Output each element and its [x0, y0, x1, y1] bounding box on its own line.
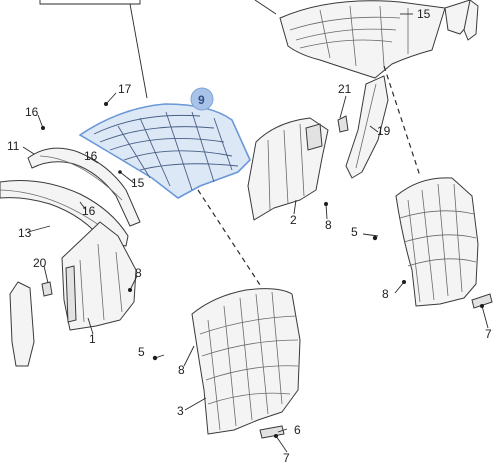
top-fender-assembly — [279, 0, 479, 79]
callout-8-right: 8 — [382, 287, 389, 301]
callout-16-low: 16 — [82, 204, 96, 218]
callout-9: 9 — [198, 93, 205, 107]
callout-8-center: 8 — [325, 218, 332, 232]
callout-9-badge: 9 — [190, 87, 214, 111]
part-2 — [247, 117, 329, 221]
callout-17: 17 — [118, 82, 132, 96]
callout-1: 1 — [89, 332, 96, 346]
callout-11: 11 — [7, 139, 20, 153]
right-liner — [395, 177, 479, 307]
leader-9-frame — [129, 3, 148, 99]
dashed-9-to-3 — [197, 189, 263, 289]
part-20 — [9, 281, 53, 367]
callout-21: 21 — [338, 82, 352, 96]
part-1 — [61, 221, 137, 331]
callout-8-lower: 8 — [178, 363, 185, 377]
callout-16-mid: 16 — [84, 149, 98, 163]
part-19 — [345, 75, 389, 179]
callout-16-top: 16 — [25, 105, 39, 119]
callout-20: 20 — [33, 256, 47, 270]
fastener-dots — [41, 102, 484, 438]
part-9-highlighted — [78, 103, 251, 199]
callout-13: 13 — [18, 226, 32, 240]
callout-9-circle — [190, 87, 214, 111]
inset-frame — [39, 0, 141, 5]
callout-7-bottom: 7 — [283, 451, 290, 465]
callout-labels: 1 2 3 5 5 6 7 7 8 8 8 8 11 13 15 15 16 1… — [7, 7, 492, 465]
callout-19: 19 — [377, 124, 391, 138]
callout-5-right: 5 — [351, 225, 358, 239]
leader-top-right — [254, 0, 277, 15]
part-3 — [191, 288, 301, 435]
callout-8-left: 8 — [135, 266, 142, 280]
callout-15-top: 15 — [417, 7, 431, 21]
part-11 — [27, 147, 141, 227]
dashed-top-to-right — [383, 65, 421, 177]
leader-lines — [22, 13, 489, 453]
callout-5-left: 5 — [138, 345, 145, 359]
callout-15-left: 15 — [131, 176, 145, 190]
callout-7-right: 7 — [485, 327, 492, 341]
callout-3: 3 — [177, 404, 184, 418]
part-6-bracket — [259, 425, 285, 439]
right-bracket — [471, 293, 493, 309]
callout-6: 6 — [294, 423, 301, 437]
part-21-clip — [337, 115, 349, 133]
callout-2: 2 — [290, 213, 297, 227]
